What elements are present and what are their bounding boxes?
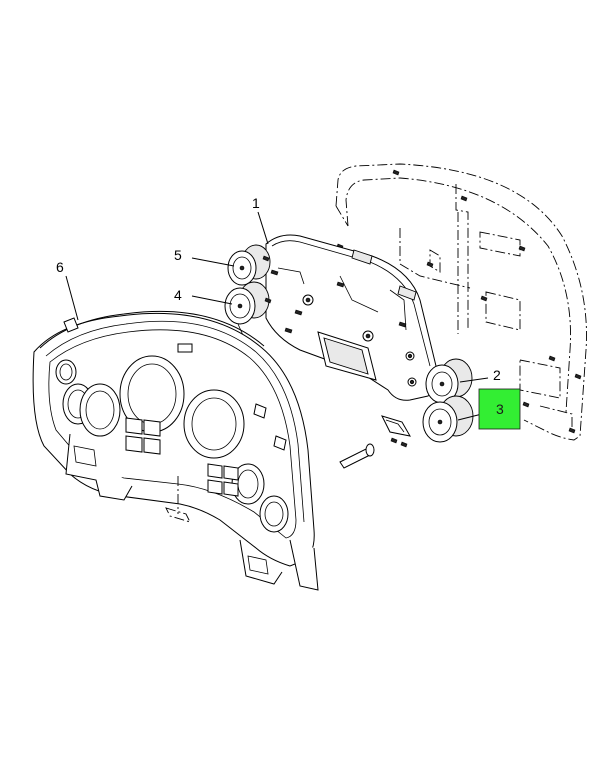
callout-label-5: 5 <box>174 247 182 263</box>
cluster-circuit-board <box>265 234 439 401</box>
callout-label-3: 3 <box>496 401 504 417</box>
callout-4[interactable]: 4 <box>174 287 182 303</box>
callout-label-2: 2 <box>493 367 501 383</box>
callout-6[interactable]: 6 <box>56 259 64 275</box>
callout-3[interactable]: 3 <box>478 388 521 430</box>
connector-bracket <box>381 415 411 448</box>
board-screws <box>270 269 417 387</box>
mounting-pin <box>339 443 375 469</box>
front-bezel <box>32 310 319 591</box>
callout-label-4: 4 <box>174 287 182 303</box>
leader-lines <box>65 211 489 421</box>
callout-label-6: 6 <box>56 259 64 275</box>
gauge-2 <box>425 358 473 404</box>
callout-1[interactable]: 1 <box>252 195 260 211</box>
gauge-3 <box>422 395 474 443</box>
gauge-5 <box>227 244 271 286</box>
callout-2[interactable]: 2 <box>493 367 501 383</box>
callout-label-1: 1 <box>252 195 260 211</box>
callout-5[interactable]: 5 <box>174 247 182 263</box>
callout-3-highlight-box[interactable] <box>478 388 521 430</box>
